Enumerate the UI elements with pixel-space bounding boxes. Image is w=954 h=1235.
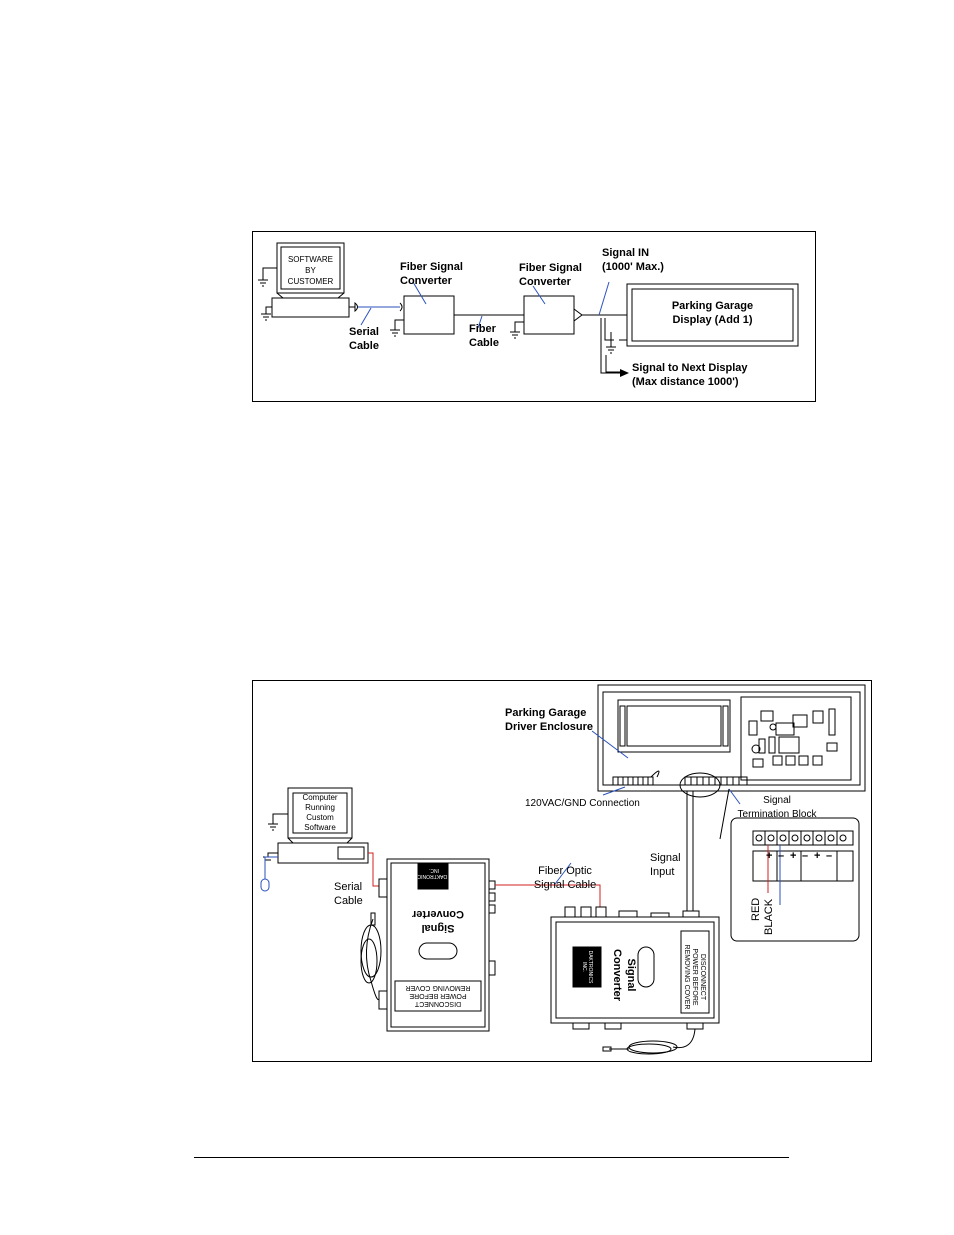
fiber-optic-cable-line bbox=[495, 884, 601, 907]
computer-screen-text: SOFTWARE BY CUSTOMER bbox=[287, 255, 334, 286]
signal-converter-2-label: Signal Converter bbox=[611, 949, 637, 1001]
footer-rule bbox=[194, 1157, 789, 1158]
signal-in-label: Signal IN (1000' Max.) bbox=[602, 247, 664, 273]
daktronics-logo-1: DAKTRONICS INC. bbox=[414, 867, 447, 879]
signal-converter-1-box bbox=[378, 858, 496, 1032]
arrow-icon bbox=[620, 369, 629, 377]
red-wire-label: RED bbox=[750, 897, 762, 921]
signal-converter-2-warning: DISCONNECT POWER BEFORE REMOVING COVER bbox=[683, 944, 706, 1010]
display-label: Parking Garage Display (Add 1) bbox=[671, 300, 754, 326]
mouse-icon bbox=[260, 878, 270, 892]
terminal-sign: + bbox=[790, 850, 797, 862]
signal-input-label: Signal Input bbox=[650, 852, 681, 878]
computer-icon bbox=[258, 242, 358, 321]
signal-converter-1-label: Signal Converter bbox=[412, 908, 464, 934]
fiber-cable-label: Fiber Cable bbox=[469, 323, 499, 349]
fiber-optic-cable-label: Fiber Optic Signal Cable bbox=[533, 865, 597, 891]
computer-screen-text: Computer Running Custom Software bbox=[302, 793, 338, 832]
signal-converter-1-warning: DISCONNECT POWER BEFORE REMOVING COVER bbox=[405, 984, 471, 1007]
fiber-signal-converter-1-label: Fiber Signal Converter bbox=[400, 261, 463, 287]
serial-cable-label: Serial Cable bbox=[334, 881, 363, 907]
driver-enclosure-label: Parking Garage Driver Enclosure bbox=[505, 707, 594, 733]
figure-2-drawing bbox=[260, 684, 866, 1055]
signal-converter-2-box bbox=[550, 906, 720, 1030]
termination-block-label: Signal Termination Block bbox=[737, 795, 817, 820]
parking-garage-display-box bbox=[626, 283, 799, 347]
figure-1-fiber-signal-diagram: SOFTWARE BY CUSTOMER Fiber Signal Conver… bbox=[252, 231, 816, 402]
fiber-signal-converter-2-label: Fiber Signal Converter bbox=[519, 262, 582, 288]
driver-enclosure bbox=[597, 684, 866, 798]
daktronics-logo-2: DAKTRONICS INC. bbox=[581, 950, 593, 984]
figure-2-installation-diagram: Parking Garage Driver Enclosure 120VAC/G… bbox=[252, 680, 872, 1062]
termination-block-detail bbox=[730, 817, 860, 942]
power-connection-label: 120VAC/GND Connection bbox=[525, 798, 640, 809]
power-cord-icon bbox=[360, 912, 382, 1001]
terminal-sign: – bbox=[826, 850, 833, 862]
signal-to-next-display-label: Signal to Next Display (Max distance 100… bbox=[632, 362, 748, 388]
serial-cable-label: Serial Cable bbox=[349, 326, 379, 352]
terminal-sign: – bbox=[802, 850, 809, 862]
fiber-signal-converter-1-box bbox=[390, 295, 455, 337]
ground-icon bbox=[606, 332, 616, 354]
terminal-sign: + bbox=[766, 850, 773, 862]
signal-input-cable bbox=[686, 791, 694, 917]
figure-1-drawing bbox=[258, 242, 799, 377]
power-cord-icon bbox=[602, 1028, 696, 1055]
terminal-sign: + bbox=[814, 850, 821, 862]
terminal-sign: – bbox=[778, 850, 785, 862]
black-wire-label: BLACK bbox=[763, 898, 775, 935]
fiber-signal-converter-2-box bbox=[510, 295, 583, 339]
